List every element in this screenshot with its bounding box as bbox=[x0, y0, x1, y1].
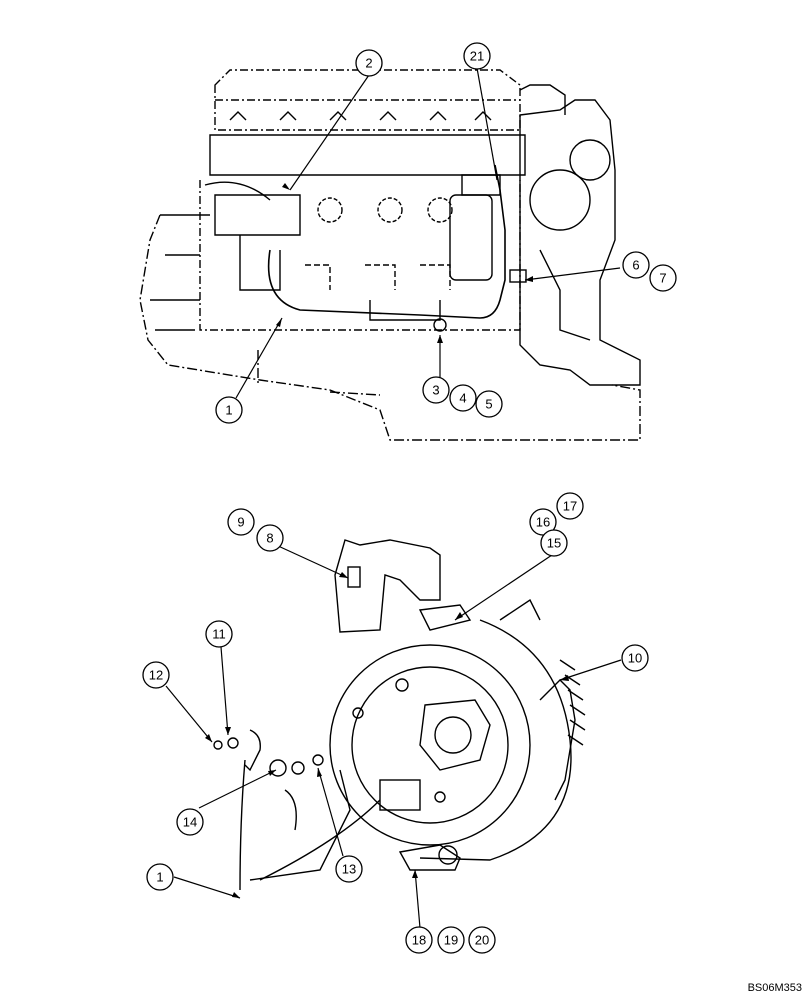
callout-17: 17 bbox=[563, 499, 577, 514]
cable bbox=[239, 759, 381, 891]
callout-6: 6 bbox=[632, 258, 639, 273]
frame-outline bbox=[139, 214, 641, 441]
valve-cover bbox=[214, 69, 521, 131]
callout-1-bottom: 1 bbox=[156, 870, 163, 885]
callout-10: 10 bbox=[628, 651, 642, 666]
callout-2: 2 bbox=[365, 56, 372, 71]
callout-21: 21 bbox=[470, 49, 484, 64]
callout-5: 5 bbox=[485, 397, 492, 412]
callout-1-top: 1 bbox=[225, 403, 232, 418]
callout-9: 9 bbox=[237, 515, 244, 530]
callout-14: 14 bbox=[183, 815, 197, 830]
callout-16: 16 bbox=[536, 515, 550, 530]
callout-18: 18 bbox=[412, 933, 426, 948]
callout-12: 12 bbox=[149, 668, 163, 683]
callout-15: 15 bbox=[547, 536, 561, 551]
cylinder-head bbox=[209, 134, 526, 176]
callout-13: 13 bbox=[342, 862, 356, 877]
callout-4: 4 bbox=[459, 391, 466, 406]
mounting-bracket bbox=[334, 539, 441, 633]
callout-7: 7 bbox=[659, 271, 666, 286]
engine-block bbox=[199, 180, 521, 331]
callout-11: 11 bbox=[212, 627, 226, 642]
callout-3: 3 bbox=[432, 383, 439, 398]
wire-harness bbox=[267, 164, 506, 319]
frame-outline-lower bbox=[257, 350, 381, 396]
callout-20: 20 bbox=[475, 933, 489, 948]
front-cover bbox=[519, 99, 641, 386]
alternator-housing bbox=[329, 644, 531, 846]
filter-canister bbox=[449, 194, 493, 281]
reference-code: BS06M353 bbox=[747, 982, 802, 994]
leader-lines-bottom bbox=[165, 544, 622, 929]
engine-drawing bbox=[139, 69, 641, 441]
callout-19: 19 bbox=[444, 933, 458, 948]
callout-8: 8 bbox=[266, 531, 273, 546]
leader-lines-top bbox=[235, 67, 621, 399]
alternator-drawing bbox=[213, 539, 586, 891]
